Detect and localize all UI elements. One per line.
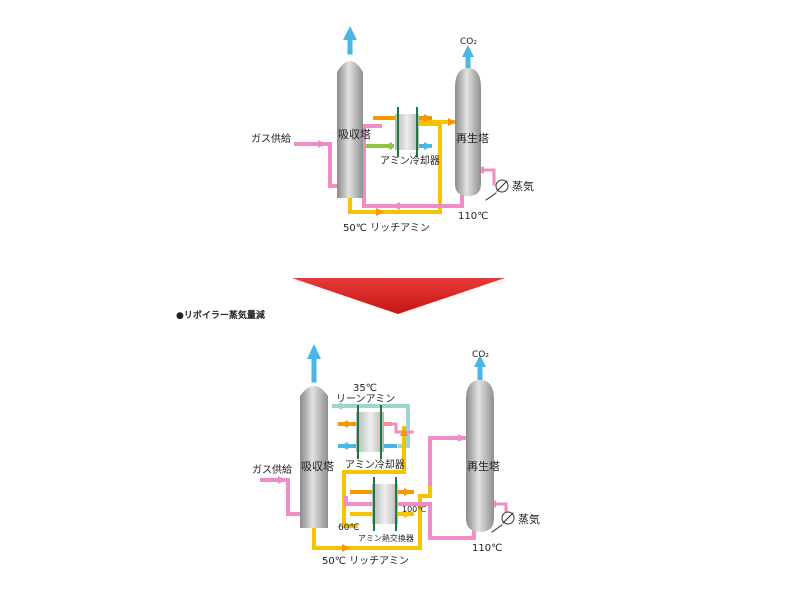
top-gas-supply-pipe: [294, 142, 338, 188]
top-rich-amine-pipe: [348, 196, 442, 214]
bottom-heat-exchanger-label: アミン熱交換器: [358, 533, 414, 543]
bottom-steam-label: 蒸気: [518, 512, 540, 526]
bottom-rich-amine-pipe: [312, 482, 432, 550]
transition-arrow: [292, 278, 505, 314]
bottom-regenerator-label: 再生塔: [467, 459, 500, 473]
top-absorber-label: 吸収塔: [338, 128, 371, 141]
bottom-cooler-label: アミン冷却器: [345, 458, 405, 471]
top-rich-amine-riser: [418, 122, 442, 214]
top-steam-label: 蒸気: [512, 179, 534, 193]
bottom-absorber-tower: [300, 386, 328, 528]
top-diagram: [294, 26, 509, 216]
reboiler-steam-reduction-heading: ●リボイラー蒸気量減: [176, 309, 265, 321]
top-regenerator-tower: [455, 68, 481, 196]
bottom-amine-heat-exchanger: [372, 484, 398, 524]
bottom-diagram: [260, 344, 515, 552]
bottom-co2-label: CO₂: [472, 350, 489, 360]
top-regenerator-label: 再生塔: [456, 131, 489, 145]
top-co2-arrow: [462, 45, 474, 57]
bottom-temp-110-label: 110℃: [472, 543, 502, 554]
bottom-rich-amine-label: 50℃ リッチアミン: [322, 555, 409, 567]
top-co2-label: CO₂: [460, 37, 477, 47]
top-rich-amine-label: 50℃ リッチアミン: [343, 222, 430, 234]
top-temp-110-label: 110℃: [458, 211, 488, 222]
top-absorber-vent-arrow: [343, 26, 357, 40]
top-cooler-label: アミン冷却器: [380, 154, 440, 167]
bottom-lean-temp-label: 35℃: [353, 383, 377, 394]
bottom-absorber-label: 吸収塔: [301, 460, 334, 473]
bottom-temp-100-label: 100℃: [402, 505, 426, 514]
top-lean-amine-pipe: [362, 124, 464, 208]
bottom-co2-arrow: [474, 355, 486, 367]
bottom-gas-supply-label: ガス供給: [252, 463, 292, 476]
bottom-amine-cooler: [356, 412, 384, 452]
bottom-hot-lean-loop: [342, 458, 406, 528]
top-absorber-tower: [337, 61, 363, 198]
bottom-gas-supply-pipe: [260, 478, 302, 516]
bottom-temp-60-label: 60℃: [338, 523, 360, 533]
bottom-regenerator-tower: [466, 380, 494, 532]
bottom-absorber-vent-arrow: [307, 344, 321, 359]
top-gas-supply-label: ガス供給: [251, 132, 291, 145]
bottom-lean-amine-label: リーンアミン: [336, 394, 395, 405]
bottom-lean-from-regen: [344, 496, 476, 540]
